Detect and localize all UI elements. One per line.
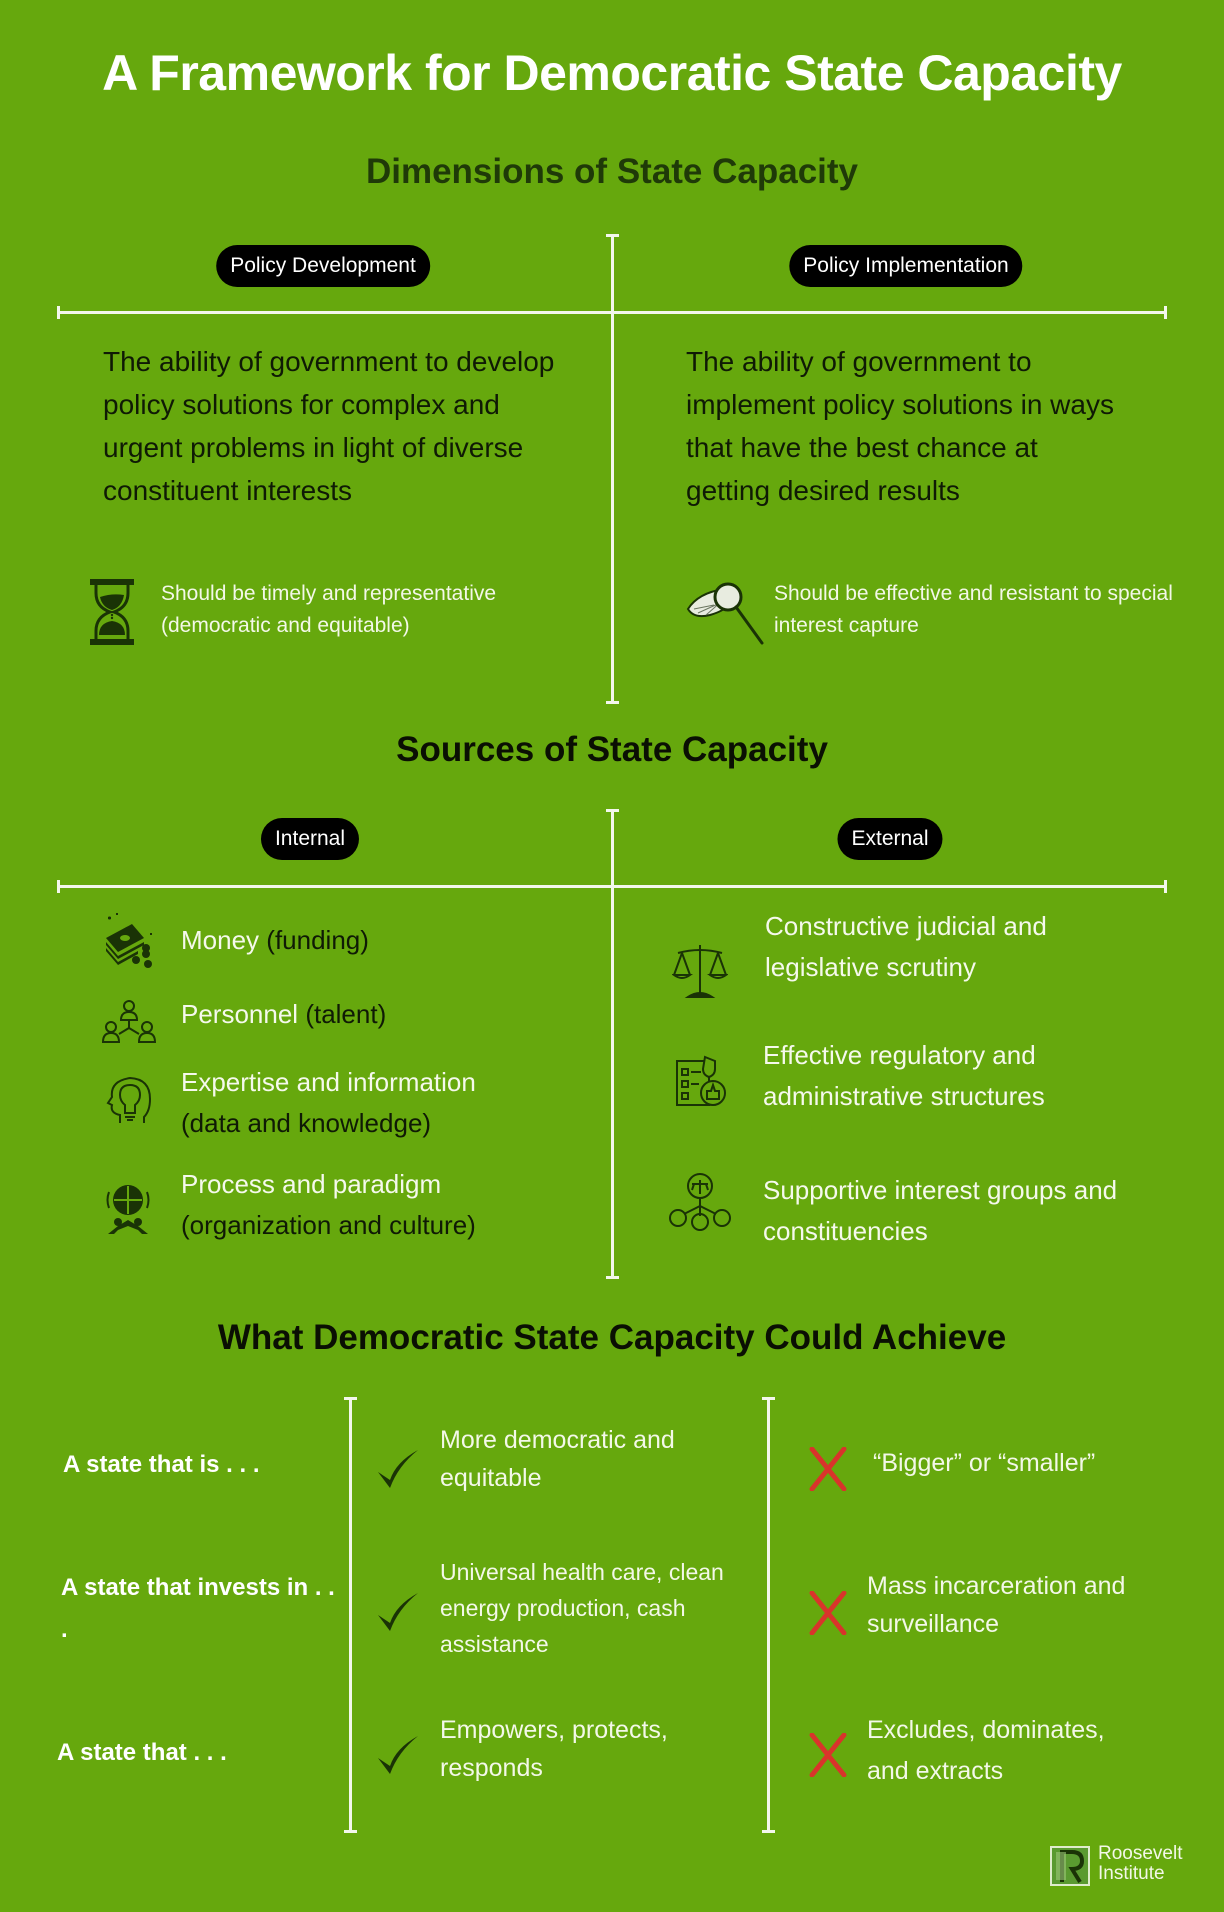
hourglass-icon <box>88 577 136 647</box>
policy-implementation-note: Should be effective and resistant to spe… <box>774 582 1173 637</box>
page-title: A Framework for Democratic State Capacit… <box>102 45 1122 101</box>
cross-icon <box>808 1446 848 1496</box>
source-item-interest-groups: Supportive interest groups and constitue… <box>763 1175 1118 1246</box>
check-icon <box>376 1591 420 1640</box>
source-item-process: Process and paradigm (organization and c… <box>181 1164 581 1246</box>
money-icon <box>102 912 154 968</box>
source-item-expertise: Expertise and information (data and know… <box>181 1062 561 1144</box>
check-icon <box>376 1734 420 1783</box>
butterfly-net-icon <box>684 575 766 647</box>
roosevelt-logo-mark <box>1050 1846 1090 1886</box>
source-item-regulatory: Effective regulatory and administrative … <box>763 1040 1045 1111</box>
dimensions-horizontal-divider <box>57 306 1167 319</box>
pill-policy-development: Policy Development <box>216 245 430 287</box>
source-detail-text: (data and knowledge) <box>181 1108 432 1138</box>
achieve-row-label: A state that invests in . . . <box>61 1574 335 1643</box>
dimensions-vertical-divider <box>606 234 619 704</box>
achieve-negative-text: “Bigger” or “smaller” <box>873 1449 1096 1477</box>
source-item-money: Money (funding) <box>181 920 369 961</box>
sources-horizontal-divider <box>57 880 1167 893</box>
puzzle-globe-people-icon <box>104 1180 152 1236</box>
check-icon <box>376 1448 420 1497</box>
source-main-text: Process and paradigm <box>181 1169 442 1199</box>
source-main-text: Expertise and information <box>181 1067 476 1097</box>
logo-line-1: Roosevelt <box>1098 1843 1183 1864</box>
achieve-negative-text: Excludes, dominates, and extracts <box>867 1716 1105 1785</box>
achieve-positive-text: Empowers, protects, responds <box>440 1716 668 1782</box>
logo-line-2: Institute <box>1098 1863 1165 1884</box>
achieve-negative-text: Mass incarceration and surveillance <box>867 1572 1126 1638</box>
policy-development-note: Should be timely and representative (dem… <box>161 582 497 637</box>
source-item-judicial: Constructive judicial and legislative sc… <box>765 911 1047 982</box>
dimensions-heading: Dimensions of State Capacity <box>365 152 859 191</box>
source-main-text: Money <box>181 925 260 955</box>
achieve-divider-right <box>762 1397 775 1833</box>
personnel-network-icon <box>101 1000 157 1044</box>
achieve-divider-left <box>344 1397 357 1833</box>
roosevelt-logo-text: Roosevelt Institute <box>1098 1844 1183 1884</box>
cross-icon <box>808 1590 848 1640</box>
policy-implementation-description: The ability of government to implement p… <box>686 346 1114 506</box>
pill-external: External <box>837 818 943 860</box>
source-main-text: Personnel <box>181 999 299 1029</box>
sources-vertical-divider <box>606 809 619 1279</box>
source-item-personnel: Personnel (talent) <box>181 994 386 1035</box>
source-detail-text: (talent) <box>305 999 387 1029</box>
achieve-row-label: A state that . . . <box>57 1739 227 1766</box>
achieve-heading: What Democratic State Capacity Could Ach… <box>217 1318 1007 1357</box>
head-lightbulb-icon <box>106 1075 154 1125</box>
pill-internal: Internal <box>260 818 360 860</box>
source-detail-text: (funding) <box>266 925 369 955</box>
scales-of-justice-icon <box>672 943 728 999</box>
checklist-thumbs-up-icon <box>675 1055 727 1109</box>
achieve-positive-text: More democratic and equitable <box>440 1426 675 1492</box>
policy-development-description: The ability of government to develop pol… <box>103 346 555 506</box>
source-detail-text: (organization and culture) <box>181 1210 476 1240</box>
cross-icon <box>808 1732 848 1782</box>
sources-heading: Sources of State Capacity <box>396 730 828 769</box>
achieve-row-label: A state that is . . . <box>63 1451 260 1478</box>
pill-policy-implementation: Policy Implementation <box>789 245 1023 287</box>
interest-groups-icon <box>668 1172 732 1232</box>
achieve-positive-text: Universal health care, clean energy prod… <box>440 1559 724 1657</box>
